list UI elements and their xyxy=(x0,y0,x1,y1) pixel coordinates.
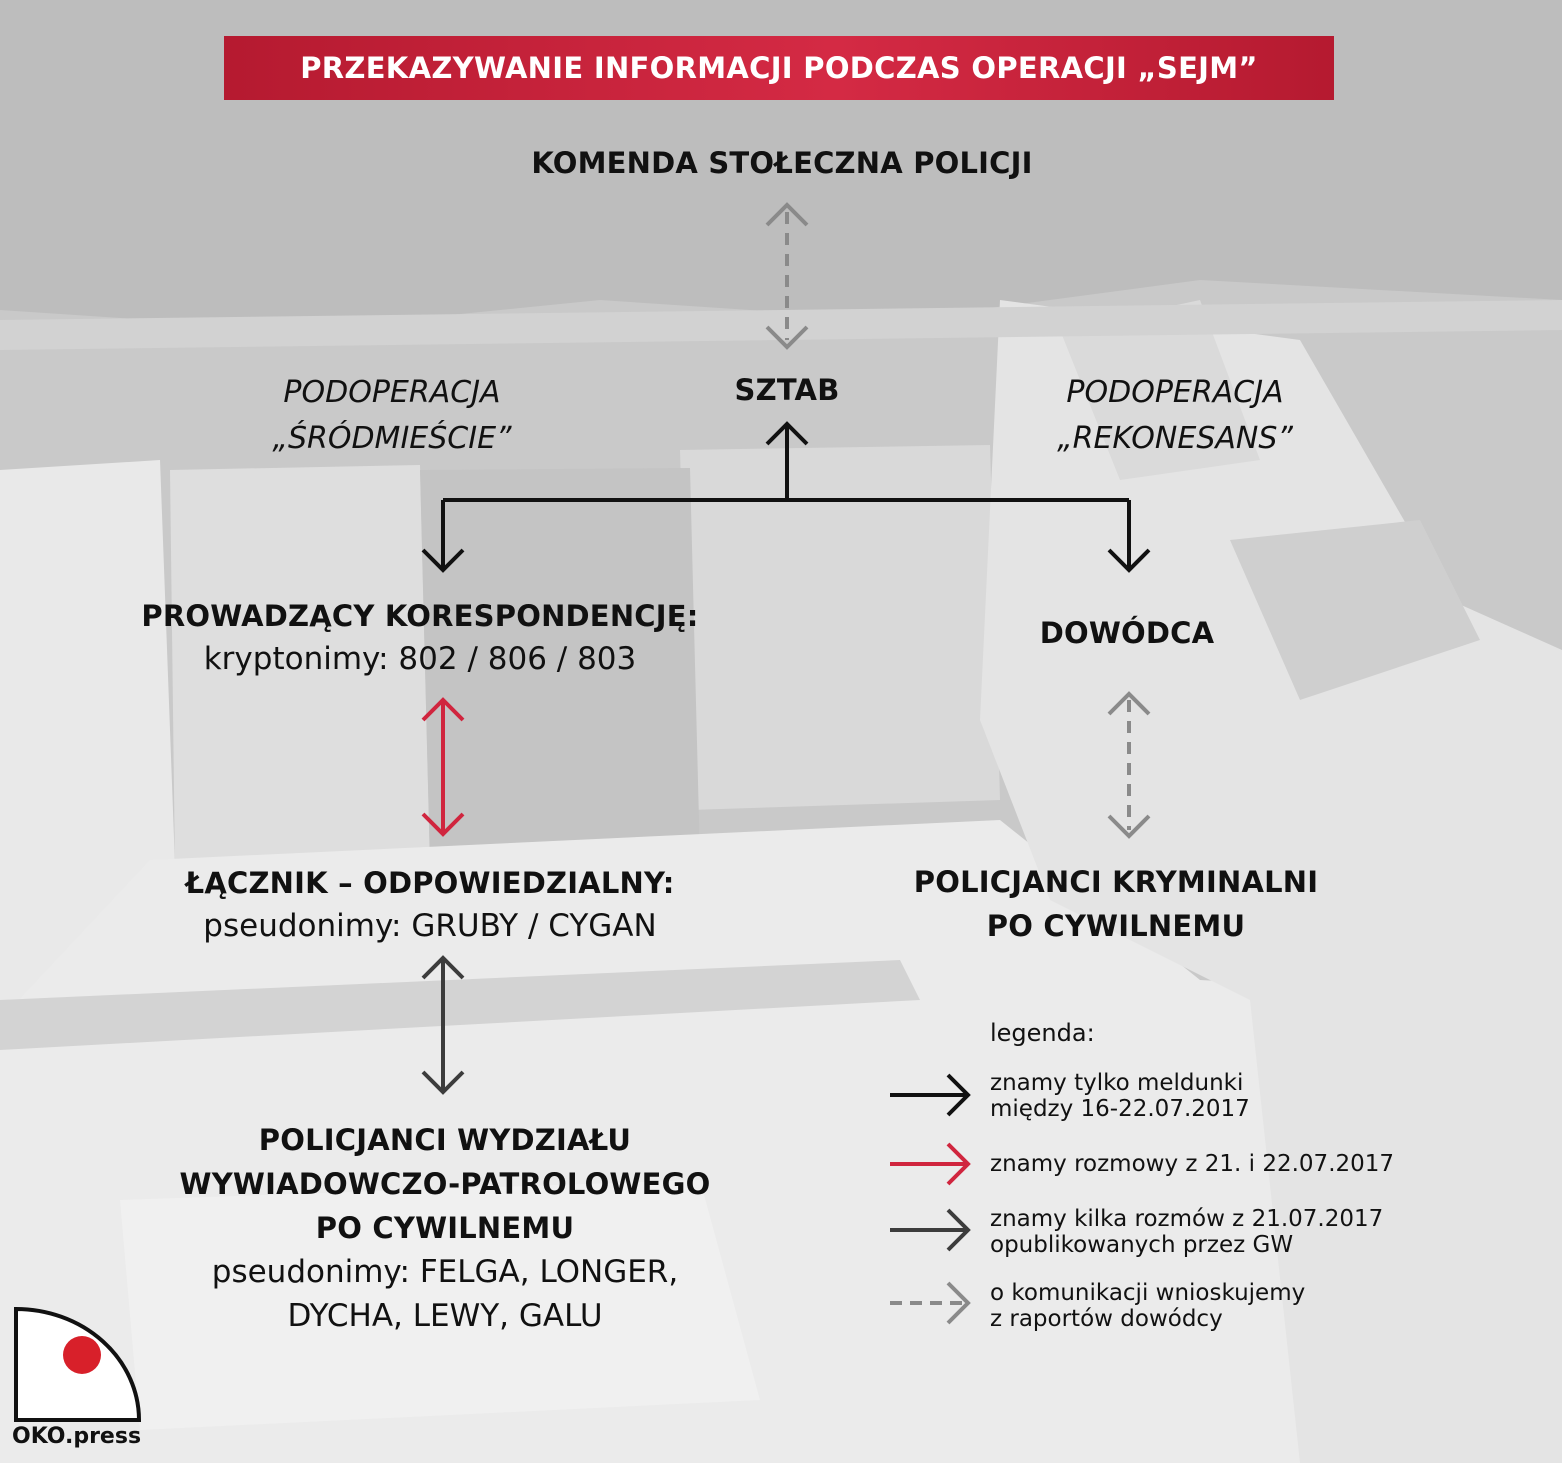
prowadzacy-kryptonimy: kryptonimy: 802 / 806 / 803 xyxy=(203,641,637,677)
legend-item-red: znamy rozmowy z 21. i 22.07.2017 xyxy=(990,1151,1394,1177)
legend-heading: legenda: xyxy=(990,1019,1095,1047)
legend-black-line1: znamy tylko meldunki xyxy=(990,1070,1244,1096)
legend-arrow-dark-gray xyxy=(890,1208,971,1252)
page-title: PRZEKAZYWANIE INFORMACJI PODCZAS OPERACJ… xyxy=(300,51,1258,85)
legend-dashed-line1: o komunikacji wnioskujemy xyxy=(990,1280,1306,1306)
node-dowodca: DOWÓDCA xyxy=(1039,616,1215,650)
wywiadowcy-pseudonimy-line1: pseudonimy: FELGA, LONGER, xyxy=(211,1254,679,1290)
prowadzacy-title: PROWADZĄCY KORESPONDENCJĘ: xyxy=(141,599,699,633)
subop-right-line2: „REKONESANS” xyxy=(1057,421,1293,456)
legend-dashed-line2: z raportów dowódcy xyxy=(990,1306,1223,1332)
legend-arrow-red xyxy=(890,1142,971,1186)
legend-red-line1: znamy rozmowy z 21. i 22.07.2017 xyxy=(990,1151,1395,1177)
legend-arrow-black xyxy=(890,1073,971,1117)
legend-dark-gray-line2: opublikowanych przez GW xyxy=(990,1232,1294,1258)
node-kryminalni: POLICJANCI KRYMINALNI PO CYWILNEMU xyxy=(914,860,1318,948)
title-banner: PRZEKAZYWANIE INFORMACJI PODCZAS OPERACJ… xyxy=(224,36,1334,100)
arrow-dowodca-kryminalni xyxy=(1107,691,1151,839)
wywiadowcy-line3: PO CYWILNEMU xyxy=(315,1211,575,1245)
legend-item-black: znamy tylko meldunki między 16-22.07.201… xyxy=(990,1070,1250,1122)
legend-black-line2: między 16-22.07.2017 xyxy=(990,1096,1250,1122)
lacznik-pseudonimy: pseudonimy: GRUBY / CYGAN xyxy=(203,908,657,944)
legend-dark-gray-line1: znamy kilka rozmów z 21.07.2017 xyxy=(990,1206,1384,1232)
wywiadowcy-line2: WYWIADOWCZO-PATROLOWEGO xyxy=(179,1167,711,1201)
logo-text: OKO.press xyxy=(12,1424,142,1449)
lacznik-title: ŁĄCZNIK – ODPOWIEDZIALNY: xyxy=(185,866,675,900)
node-prowadzacy: PROWADZĄCY KORESPONDENCJĘ: kryptonimy: 8… xyxy=(141,595,698,681)
kryminalni-line1: POLICJANCI KRYMINALNI xyxy=(913,865,1319,899)
node-wywiadowcy: POLICJANCI WYDZIAŁU WYWIADOWCZO-PATROLOW… xyxy=(180,1118,711,1338)
arrow-prowadzacy-lacznik xyxy=(421,697,465,837)
wywiadowcy-line1: POLICJANCI WYDZIAŁU xyxy=(258,1123,632,1157)
arrow-sztab-branch xyxy=(421,421,1151,573)
legend-item-dashed: o komunikacji wnioskujemy z raportów dow… xyxy=(990,1280,1305,1332)
kryminalni-line2: PO CYWILNEMU xyxy=(986,909,1246,943)
node-lacznik: ŁĄCZNIK – ODPOWIEDZIALNY: pseudonimy: GR… xyxy=(186,862,675,948)
wywiadowcy-pseudonimy-line2: DYCHA, LEWY, GALU xyxy=(287,1298,603,1334)
subop-right-line1: PODOPERACJA xyxy=(1066,375,1284,410)
legend-arrow-dashed xyxy=(890,1281,971,1325)
node-komenda-stoleczna: KOMENDA STOŁECZNA POLICJI xyxy=(531,146,1033,180)
subop-left-line2: „ŚRÓDMIEŚCIE” xyxy=(272,421,512,456)
arrow-ksp-sztab xyxy=(765,202,809,350)
legend-item-dark-gray: znamy kilka rozmów z 21.07.2017 opubliko… xyxy=(990,1206,1383,1258)
node-subop-rekonesans: PODOPERACJA „REKONESANS” xyxy=(1057,370,1293,462)
oko-press-logo-icon xyxy=(14,1306,142,1422)
arrow-lacznik-wywiadowcy xyxy=(421,955,465,1095)
subop-left-line1: PODOPERACJA xyxy=(283,375,501,410)
node-sztab: SZTAB xyxy=(734,373,840,407)
node-subop-srodmiescie: PODOPERACJA „ŚRÓDMIEŚCIE” xyxy=(272,370,511,462)
